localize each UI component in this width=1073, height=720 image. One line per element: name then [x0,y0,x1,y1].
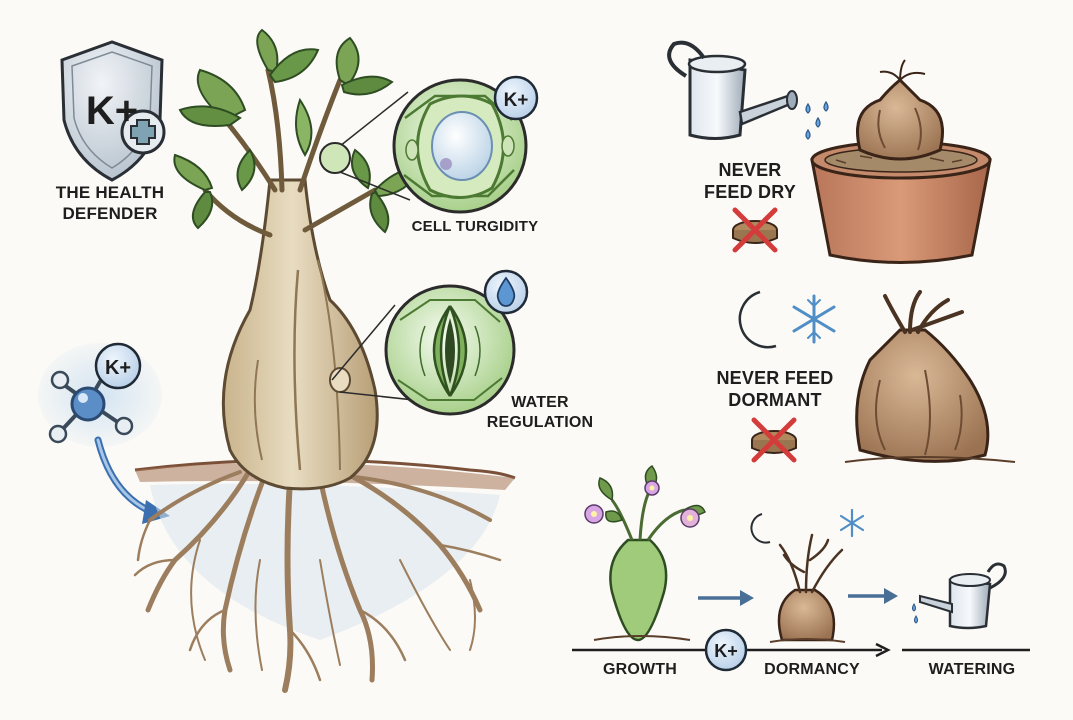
arrow-right-icon-2 [848,588,898,604]
no-fertilizer-dry-icon [732,207,778,253]
moon-icon [738,290,777,349]
never-feed-dry-line2: FEED DRY [704,182,796,202]
water-drop-badge-icon [483,269,529,315]
cell-badge-text: K+ [504,90,529,111]
health-defender-line1: THE HEALTH [55,183,165,202]
shield-badge-text: K+ [86,89,138,133]
water-regulation-line2: REGULATION [486,414,594,431]
plus-badge-icon [120,109,166,155]
never-feed-dry-label: NEVER FEED DRY [690,159,810,203]
timeline-moon-icon [750,513,771,544]
never-feed-dormant-line1: NEVER FEED [716,368,834,388]
health-defender-label: THE HEALTH DEFENDER [20,182,200,224]
stomata-icon [384,284,516,416]
water-regulation-line1: WATER [511,394,569,411]
no-fertilizer-dormant-icon [751,417,797,463]
caudex-trunk [221,178,379,491]
watering-can-icon [667,40,798,140]
arrow-right-icon [698,590,754,606]
timeline-growth-label: GROWTH [602,661,678,678]
root-system [133,467,502,693]
ion-badge-text: K+ [105,357,131,379]
health-defender-line2: DEFENDER [62,204,158,223]
ion-badge [94,342,142,390]
cell-callout-lines [319,91,411,201]
snowflake-icon [792,294,836,344]
cell-badge [493,75,539,121]
tuber-in-pot-icon [856,59,944,161]
timeline-axis [572,642,1030,658]
timeline-watering-can-icon [912,562,1007,630]
timeline-snowflake-icon [839,508,865,538]
timeline-badge-text: K+ [714,641,738,661]
never-feed-dormant-line2: DORMANT [728,390,822,410]
timeline-watering-label: WATERING [928,661,1016,678]
water-drops-icon [805,100,829,140]
never-feed-dormant-label: NEVER FEED DORMANT [700,367,850,411]
timeline-badge [704,628,748,672]
growth-plant-icon [584,464,706,642]
turgid-cell-icon [392,78,528,214]
never-feed-dry-line1: NEVER [718,160,782,180]
foliage [173,28,422,234]
dormant-caudex-icon [844,290,1016,463]
timeline-dormancy-label: DORMANCY [764,661,860,678]
water-regulation-label: WATER REGULATION [470,393,610,433]
dormancy-plant-icon [769,533,846,643]
cell-turgidity-label: CELL TURGIDITY [411,218,539,235]
